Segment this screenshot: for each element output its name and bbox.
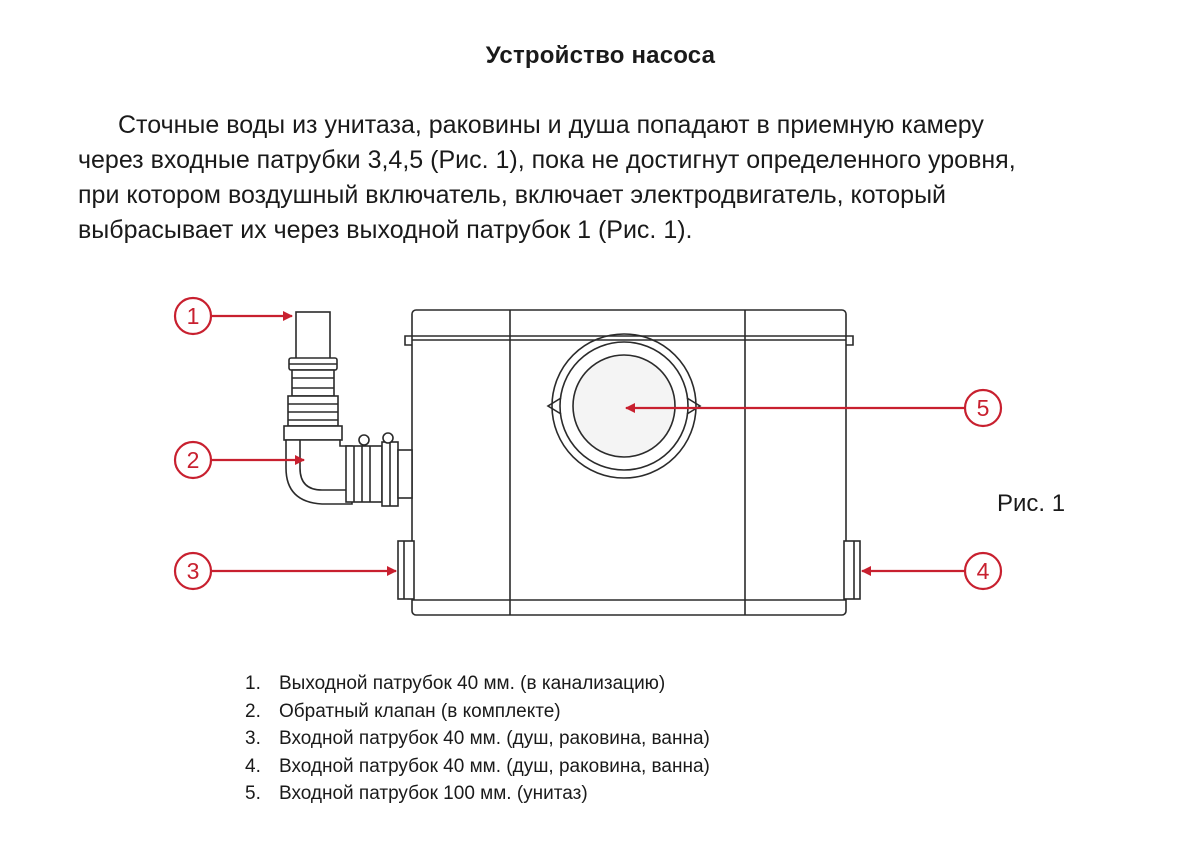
- check-valve-elbow: [285, 439, 353, 505]
- toilet-inlet-lug: [686, 397, 702, 415]
- riser-coupling: [283, 425, 343, 441]
- outlet-pipe: [295, 311, 331, 363]
- callout-2: 2: [173, 440, 305, 480]
- valve-connector: [397, 449, 413, 499]
- callout-4: 4: [861, 551, 1003, 591]
- legend-number: 2.: [245, 700, 261, 722]
- toilet-inlet-opening: [572, 354, 676, 458]
- riser-pipe: [287, 395, 339, 427]
- legend-number: 3.: [245, 728, 261, 749]
- side-inlet-right: [843, 540, 861, 600]
- callout-number: 1: [187, 303, 200, 329]
- legend-item: 1. Выходной патрубок 40 мм. (в канализац…: [245, 670, 710, 698]
- callout-number: 3: [187, 558, 200, 584]
- lid-latch: [846, 335, 854, 346]
- callout-number: 4: [977, 558, 990, 584]
- figure-label: Рис. 1: [997, 490, 1066, 517]
- clamp-bolt: [358, 434, 370, 446]
- side-inlet-left: [397, 540, 415, 600]
- toilet-inlet-lug: [546, 397, 562, 415]
- elbow-inner-curve: [299, 440, 352, 491]
- page-title: Устройство насоса: [485, 42, 716, 69]
- legend-item: 2. Обратный клапан (в комплекте): [245, 698, 710, 726]
- legend-item: 5. Входной патрубок 100 мм. (унитаз): [245, 780, 710, 808]
- intro-line: выбрасывает их через выходной патрубок 1…: [78, 216, 693, 244]
- callout-number: 2: [187, 447, 200, 473]
- clamp-collar: [291, 369, 335, 397]
- lid-latch: [404, 335, 412, 346]
- callouts: 1 2 3 4 5: [173, 296, 1003, 591]
- intro-line: Сточные воды из унитаза, раковины и душа…: [118, 111, 984, 139]
- callout-3: 3: [173, 551, 397, 591]
- legend-text: Обратный клапан (в комплекте): [279, 700, 561, 722]
- legend-number: 1.: [245, 673, 261, 694]
- legend-text: Входной патрубок 40 мм. (душ, раковина, …: [279, 728, 710, 749]
- intro-paragraph: Сточные воды из унитаза, раковины и душа…: [78, 108, 1118, 248]
- legend-list: 1. Выходной патрубок 40 мм. (в канализац…: [245, 670, 710, 808]
- legend-text: Входной патрубок 40 мм. (душ, раковина, …: [279, 755, 710, 777]
- legend-number: 5.: [245, 783, 261, 804]
- legend-text: Входной патрубок 100 мм. (унитаз): [279, 783, 588, 804]
- legend-number: 4.: [245, 755, 261, 777]
- intro-line: через входные патрубки 3,4,5 (Рис. 1), п…: [78, 146, 1016, 174]
- callout-1: 1: [173, 296, 293, 336]
- valve-body: [345, 445, 383, 503]
- legend-item: 4. Входной патрубок 40 мм. (душ, раковин…: [245, 753, 710, 781]
- legend-item: 3. Входной патрубок 40 мм. (душ, раковин…: [245, 725, 710, 753]
- legend-text: Выходной патрубок 40 мм. (в канализацию): [279, 673, 666, 694]
- callout-number: 5: [977, 395, 990, 421]
- toilet-inlet-middle-ring: [559, 341, 689, 471]
- pump-body: [283, 309, 861, 616]
- callout-5: 5: [625, 388, 1003, 428]
- intro-line: при котором воздушный включатель, включа…: [78, 181, 947, 209]
- toilet-inlet-outer-ring: [551, 333, 697, 479]
- clamp-bolt: [382, 432, 394, 444]
